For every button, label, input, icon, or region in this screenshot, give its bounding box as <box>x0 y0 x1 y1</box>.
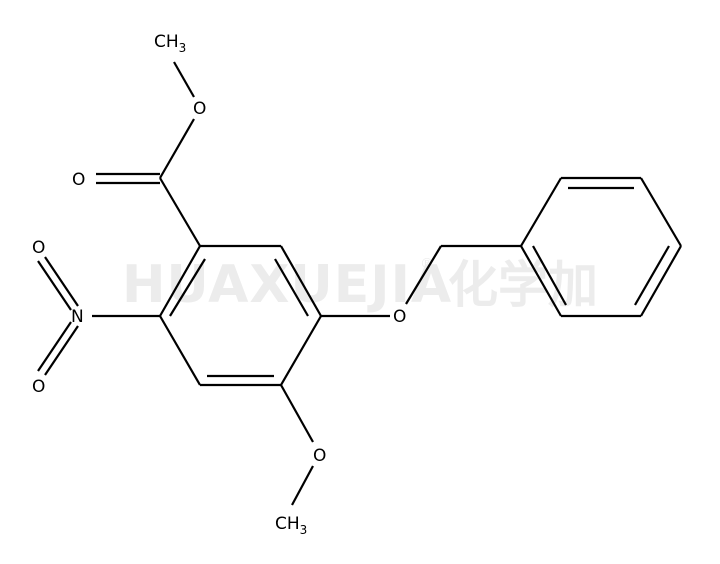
bond-nitro-n-o-top-b <box>37 260 72 311</box>
atom-methyl-top: CH3 <box>154 32 186 55</box>
atom-methoxy-oxygen: O <box>313 446 326 466</box>
bond-methoxy-o-methyl <box>291 465 314 506</box>
bond-ring-c6-c1-inner <box>169 258 206 317</box>
bond-ph-c6-c1 <box>520 245 562 317</box>
watermark-chinese: 化学加 <box>448 256 598 314</box>
atom-benzyloxy-oxygen: O <box>393 307 406 327</box>
atom-methyl-bottom: CH3 <box>275 514 307 537</box>
bond-ring-c5-c6 <box>159 315 201 386</box>
atom-labels: CH3 O O O N O O O CH3 <box>32 32 406 537</box>
bond-ph-c4-c5 <box>640 245 682 317</box>
atom-ester-oxygen: O <box>193 99 206 119</box>
bond-ph-c1-c2 <box>520 177 562 247</box>
bond-ph-c4-c5-inner <box>634 245 670 306</box>
bond-ph-c3-c4 <box>640 177 682 247</box>
bonds <box>37 61 682 506</box>
bond-ph-c6-c1-inner <box>532 245 567 306</box>
bond-benzyloxy-o-ch2 <box>405 245 442 305</box>
watermark-latin: HUAXUEJIA <box>122 255 452 315</box>
bond-c1-carbonyl <box>159 177 201 247</box>
bond-ester-o-methyl <box>173 61 195 98</box>
bond-c4-methoxy-o <box>280 384 314 443</box>
bond-ring-c2-c3 <box>280 245 322 317</box>
atom-nitro-nitrogen: N <box>71 307 84 327</box>
bond-carbonyl-ester-o <box>159 118 195 179</box>
bond-ring-c2-c3-inner <box>274 258 309 317</box>
bond-ring-c6-c1 <box>159 245 201 317</box>
atom-nitro-oxygen-top: O <box>32 238 45 258</box>
watermark-registered-mark: ® <box>420 256 434 272</box>
bond-nitro-n-o-bottom-a <box>44 325 79 376</box>
bond-ring-c3-c4 <box>280 315 322 386</box>
atom-nitro-oxygen-bottom: O <box>32 377 45 397</box>
bond-nitro-n-o-bottom-b <box>37 321 72 372</box>
watermark: HUAXUEJIA ® 化学加 <box>122 255 598 315</box>
atom-carbonyl-oxygen: O <box>72 170 85 190</box>
bond-nitro-n-o-top-a <box>44 256 79 307</box>
